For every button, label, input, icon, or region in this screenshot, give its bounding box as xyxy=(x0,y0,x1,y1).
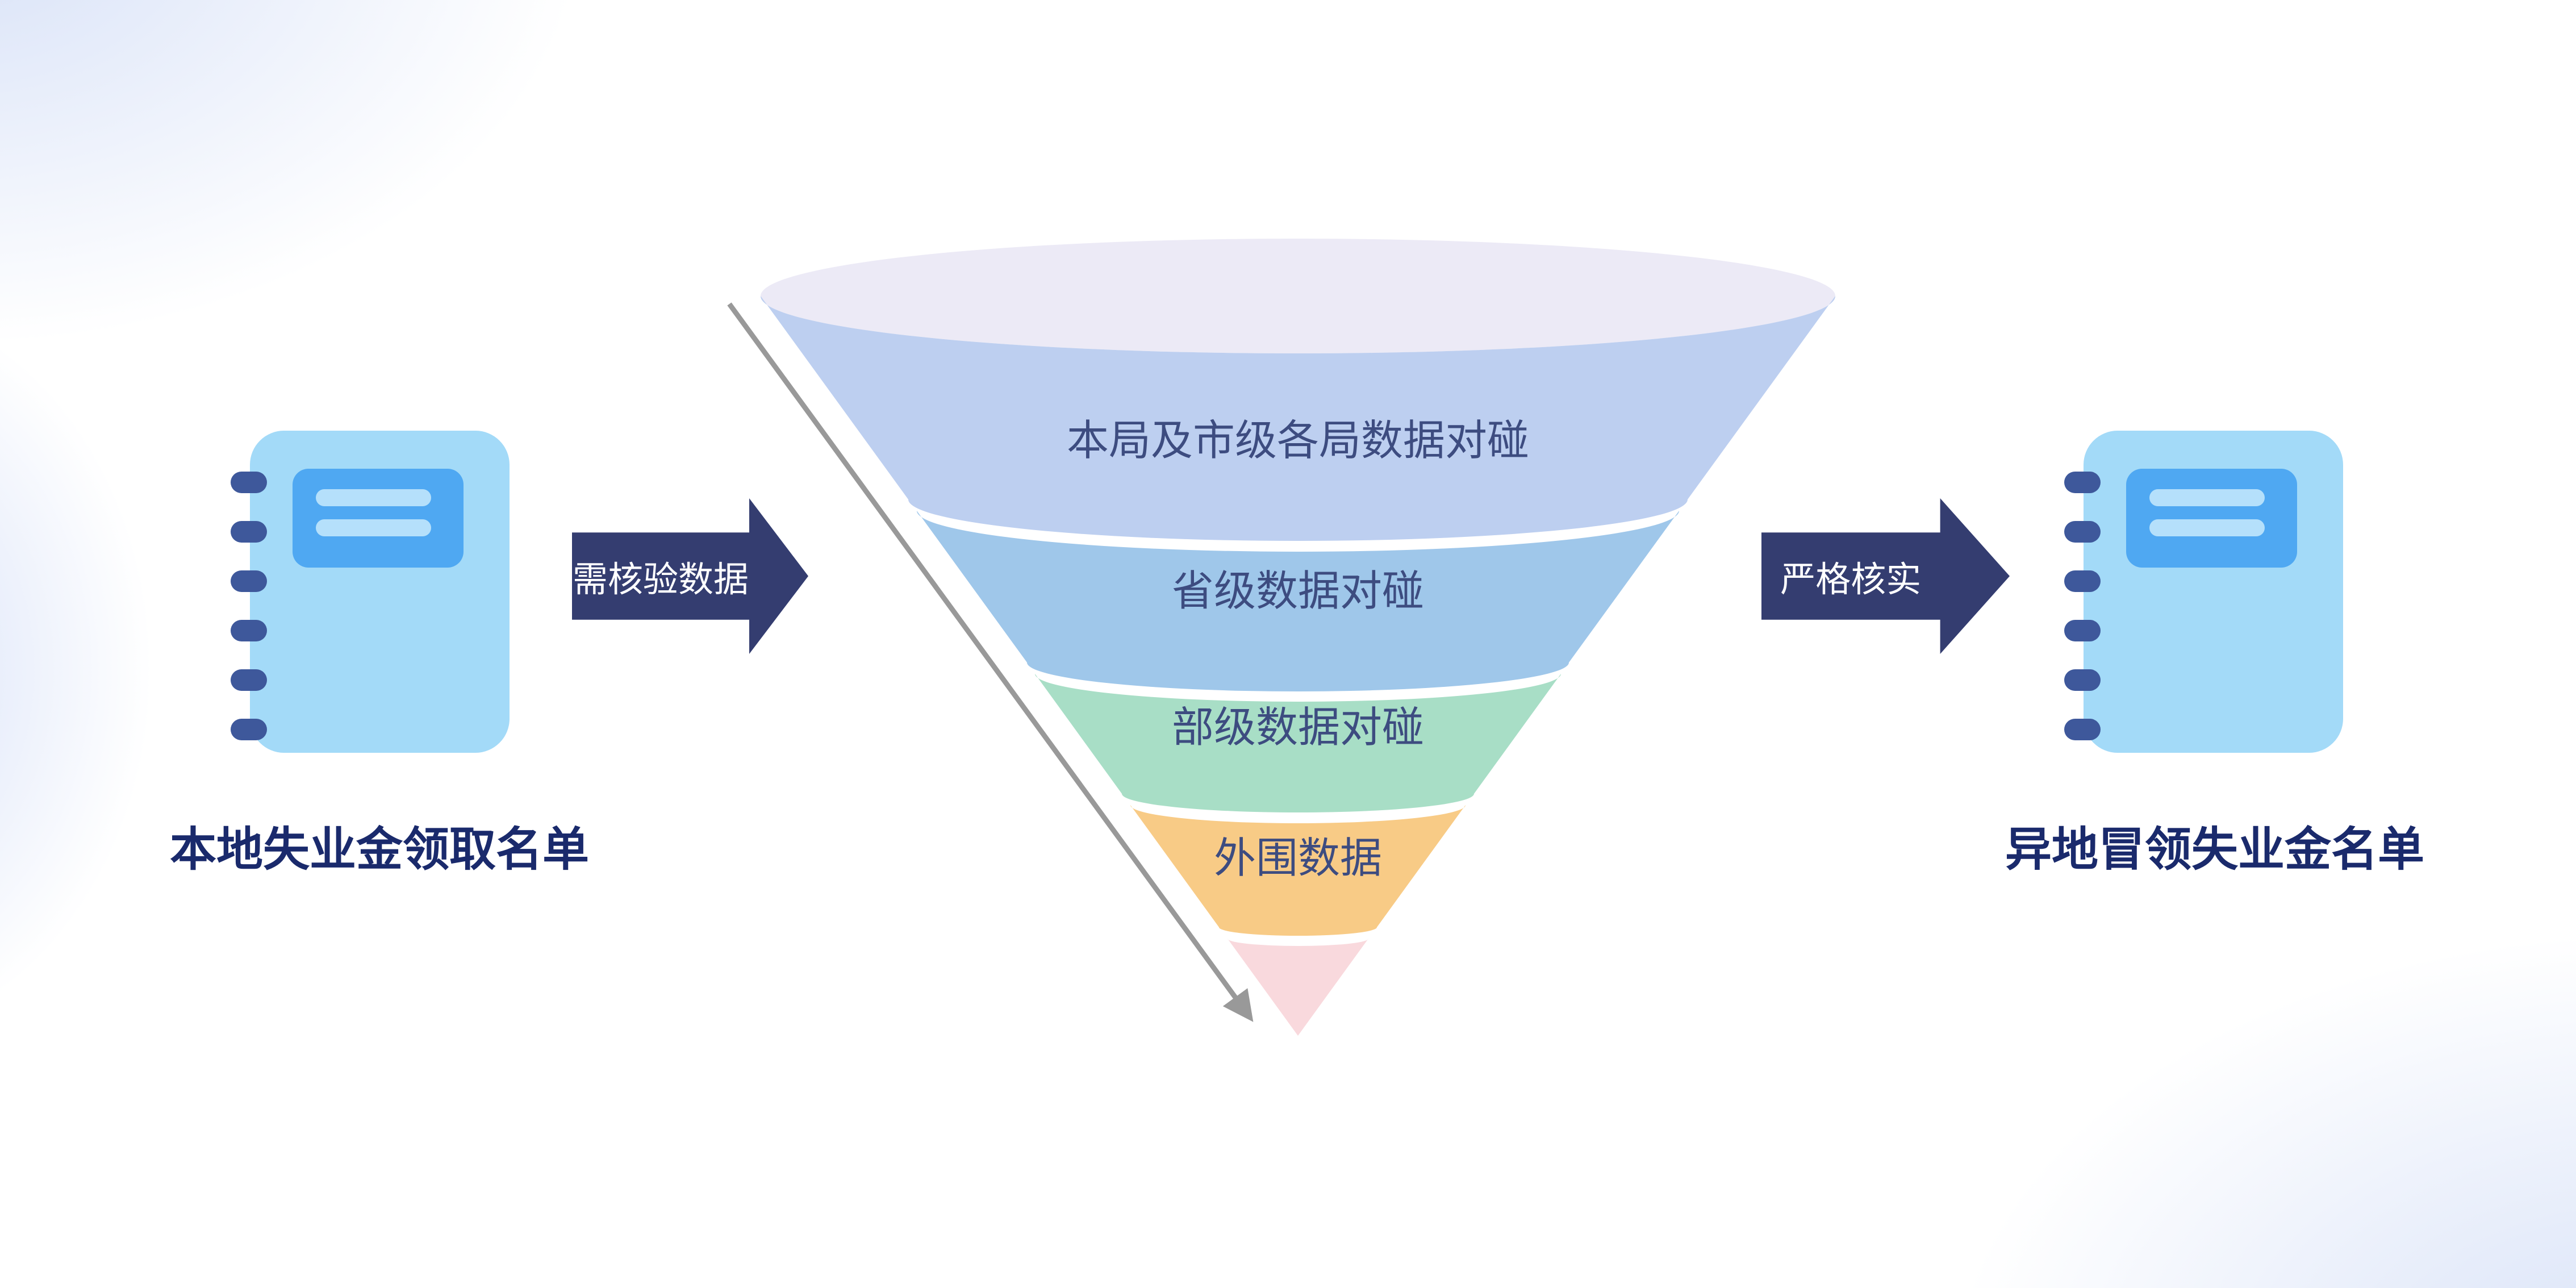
funnel-level-1-label: 本局及市级各局数据对碰 xyxy=(1067,417,1529,464)
spiral-ring xyxy=(2064,472,2101,493)
spiral-ring xyxy=(2064,719,2101,740)
local-list-notebook-icon xyxy=(231,431,510,753)
spiral-ring xyxy=(231,719,267,740)
notebook-cover-panel xyxy=(2126,469,2297,568)
spiral-ring xyxy=(2064,570,2101,592)
right-caption: 异地冒领失业金名单 xyxy=(2005,824,2424,876)
spiral-ring xyxy=(2064,669,2101,691)
notebook-body xyxy=(2084,431,2343,753)
funnel-level-2 xyxy=(917,511,1679,691)
funnel-level-5-tip xyxy=(1228,939,1368,1036)
funnel-opening xyxy=(761,239,1835,353)
spiral-ring xyxy=(2064,620,2101,641)
funnel-level-1 xyxy=(761,296,1835,541)
notebook-cover-panel xyxy=(293,469,464,568)
spiral-ring xyxy=(231,620,267,641)
output-flow-arrow-label: 严格核实 xyxy=(1780,560,1922,599)
spiral-ring xyxy=(231,669,267,691)
notebook-text-line xyxy=(316,519,431,536)
spiral-ring xyxy=(231,570,267,592)
spiral-ring xyxy=(231,521,267,543)
funnel-level-2-label: 省级数据对碰 xyxy=(1172,568,1424,615)
input-flow-arrow-label: 需核验数据 xyxy=(572,560,749,599)
spiral-ring xyxy=(2064,521,2101,543)
left-caption: 本地失业金领取名单 xyxy=(169,824,589,876)
notebook-text-line xyxy=(316,489,431,506)
notebook-body xyxy=(250,431,510,753)
fraud-list-notebook-icon xyxy=(2064,431,2343,753)
funnel-level-3 xyxy=(1035,674,1561,812)
notebook-text-line xyxy=(2149,519,2265,536)
diagonal-arrow xyxy=(727,302,1254,1022)
funnel-level-3-label: 部级数据对碰 xyxy=(1172,704,1424,751)
notebook-text-line xyxy=(2149,489,2265,506)
spiral-ring xyxy=(231,472,267,493)
funnel-level-4-label: 外围数据 xyxy=(1214,835,1382,882)
funnel-level-4 xyxy=(1130,805,1466,936)
